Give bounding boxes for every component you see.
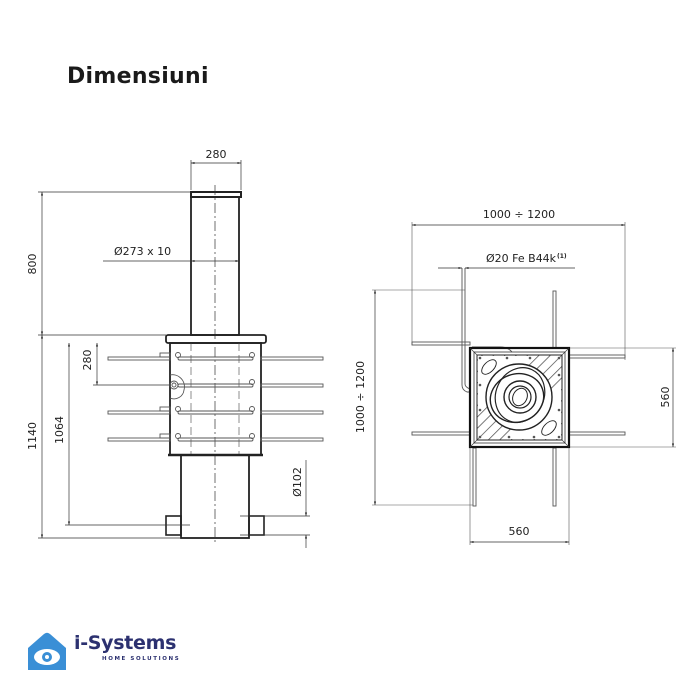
dim-height-inner: 1064 xyxy=(53,416,66,444)
side-view: 280 Ø273 x 10 800 1140 1064 280 Ø102 xyxy=(26,148,324,548)
dim-width-range: 1000 ÷ 1200 xyxy=(483,208,555,221)
dim-rebar-spacing: 280 xyxy=(81,350,94,371)
page-title: Dimensiuni xyxy=(67,64,209,89)
dim-top-width: 280 xyxy=(206,148,227,161)
logo-tagline: HOME SOLUTIONS xyxy=(102,656,181,662)
dim-rebar-note: (1) xyxy=(557,253,567,260)
dim-height-total: 1140 xyxy=(26,422,39,450)
dim-box-height: 560 xyxy=(659,387,672,408)
plan-view: 1000 ÷ 1200 Ø20 Fe B44k (1) 1000 ÷ 1200 … xyxy=(354,208,676,545)
dim-box-width: 560 xyxy=(509,525,530,538)
dim-height-above: 800 xyxy=(26,254,39,275)
brand-logo: i-Systems HOME SOLUTIONS xyxy=(24,630,184,675)
dim-drain-diameter: Ø102 xyxy=(291,467,304,497)
logo-name: i-Systems xyxy=(74,632,177,654)
dim-rebar-spec: Ø20 Fe B44k xyxy=(486,252,557,265)
dim-tube: Ø273 x 10 xyxy=(114,245,171,258)
house-eye-icon xyxy=(28,632,66,670)
dim-depth-range: 1000 ÷ 1200 xyxy=(354,361,367,433)
